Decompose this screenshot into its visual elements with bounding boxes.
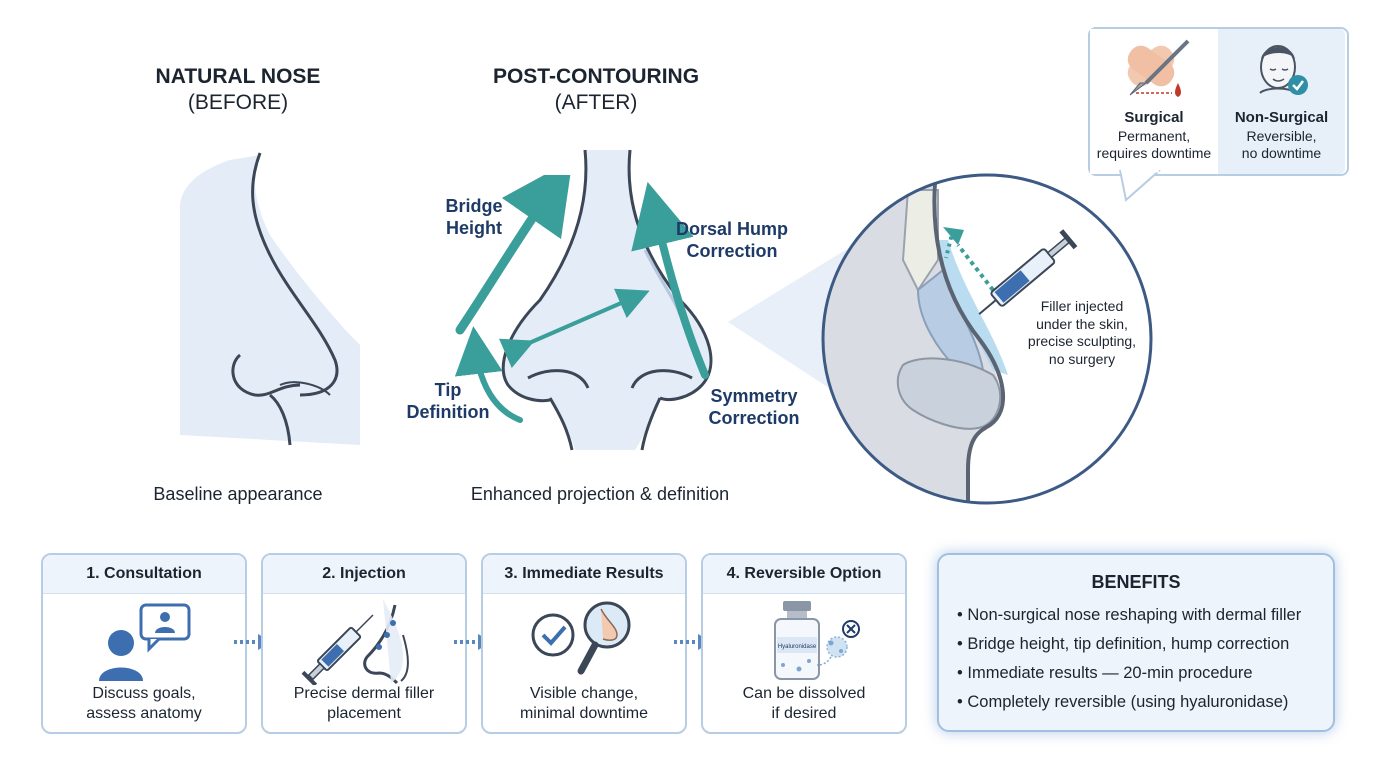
step-consultation-title: 1. Consultation <box>43 555 245 594</box>
callout-sym-line1: Symmetry <box>710 386 798 406</box>
comparison-box: Surgical Permanent, requires downtime No… <box>1088 27 1349 176</box>
consultation-icon <box>99 603 191 681</box>
zoom-note-line1: Filler injected <box>1040 298 1124 314</box>
benefit-item: Bridge height, tip definition, hump corr… <box>957 630 1333 659</box>
step-results-line2: minimal downtime <box>519 705 649 722</box>
benefits-title: BENEFITS <box>1091 572 1181 592</box>
before-caption: Baseline appearance <box>153 484 323 504</box>
surgical-text: Surgical Permanent, requires downtime <box>1090 109 1218 163</box>
comparison-pointer <box>1119 170 1161 202</box>
before-nose-illustration <box>180 152 360 446</box>
after-header: POST-CONTOURING (AFTER) <box>456 64 736 117</box>
surgical-line2: requires downtime <box>1096 145 1212 162</box>
after-caption: Enhanced projection & definition <box>470 484 730 504</box>
step-results-desc: Visible change, minimal downtime <box>483 684 685 724</box>
callout-bridge-height: Bridge Height <box>444 196 504 240</box>
callout-tip-definition: Tip Definition <box>403 380 493 424</box>
callout-bridge-line2: Height <box>446 217 502 238</box>
scalpel-bandage-icon <box>1127 39 1190 97</box>
step-consultation-desc: Discuss goals, assess anatomy <box>43 684 245 724</box>
syringe-nose-icon <box>301 599 409 685</box>
step-reversible-line2: if desired <box>771 705 837 722</box>
after-subtitle: (AFTER) <box>554 91 638 115</box>
zoom-note: Filler injected under the skin, precise … <box>1018 298 1146 368</box>
vial-dissolve-icon: Hyaluronidase <box>774 601 860 680</box>
nonsurgical-text: Non-Surgical Reversible, no downtime <box>1218 109 1345 163</box>
zoom-note-line2: under the skin, <box>1036 315 1128 332</box>
nonsurgical-label: Non-Surgical <box>1234 109 1329 126</box>
after-arrows <box>454 175 709 423</box>
step-results-line1: Visible change, <box>529 685 639 702</box>
callout-dorsal-hump: Dorsal Hump Correction <box>672 219 792 263</box>
step-reversible-line1: Can be dissolved <box>742 685 866 702</box>
benefit-item: Immediate results — 20-min procedure <box>957 659 1333 688</box>
step-injection: 2. Injection Precise dermal filler place… <box>261 553 467 734</box>
callout-bridge-line1: Bridge <box>445 196 503 216</box>
before-header: NATURAL NOSE (BEFORE) <box>118 64 358 117</box>
nonsurgical-line2: no downtime <box>1241 145 1322 162</box>
vial-label: Hyaluronidase <box>778 644 817 650</box>
step-consultation: 1. Consultation Discuss goals, assess an… <box>41 553 247 734</box>
step-injection-line2: placement <box>327 705 401 722</box>
step-reversible-option: 4. Reversible Option Hyaluronidase Can b… <box>701 553 907 734</box>
zoom-cross-section <box>821 173 1153 505</box>
before-subtitle: (BEFORE) <box>187 91 289 115</box>
zoom-note-line3: precise sculpting, <box>1027 333 1137 349</box>
callout-tip-line2: Definition <box>406 401 490 422</box>
callout-symmetry: Symmetry Correction <box>704 386 804 430</box>
callout-sym-line2: Correction <box>708 407 800 428</box>
checkmark-mirror-icon <box>531 601 631 675</box>
step-consultation-line1: Discuss goals, <box>92 685 196 702</box>
surgical-line1: Permanent, <box>1117 127 1191 144</box>
step-results-title: 3. Immediate Results <box>483 555 685 594</box>
before-title: NATURAL NOSE <box>155 65 321 88</box>
callout-hump-line2: Correction <box>686 240 778 261</box>
benefit-item: Non-surgical nose reshaping with dermal … <box>957 601 1333 630</box>
benefit-item: Completely reversible (using hyaluronida… <box>957 688 1333 717</box>
step-reversible-title: 4. Reversible Option <box>703 555 905 594</box>
benefits-panel: BENEFITS Non-surgical nose reshaping wit… <box>937 553 1335 732</box>
step-immediate-results: 3. Immediate Results Visible change, min… <box>481 553 687 734</box>
benefits-list: Non-surgical nose reshaping with dermal … <box>957 601 1333 717</box>
happy-face-icon <box>1259 45 1308 95</box>
comparison-surgical-panel: Surgical Permanent, requires downtime <box>1090 29 1218 174</box>
comparison-nonsurgical-panel: Non-Surgical Reversible, no downtime <box>1218 29 1345 174</box>
surgical-label: Surgical <box>1124 109 1184 126</box>
after-title: POST-CONTOURING <box>492 65 700 88</box>
step-injection-title: 2. Injection <box>263 555 465 594</box>
zoom-note-line4: no surgery <box>1048 350 1116 367</box>
step-consultation-line2: assess anatomy <box>86 705 202 722</box>
callout-tip-line1: Tip <box>434 380 462 400</box>
step-injection-desc: Precise dermal filler placement <box>263 684 465 724</box>
callout-hump-line1: Dorsal Hump <box>675 219 789 239</box>
step-injection-line1: Precise dermal filler <box>293 685 435 702</box>
nonsurgical-line1: Reversible, <box>1246 127 1317 144</box>
step-reversible-desc: Can be dissolved if desired <box>703 684 905 724</box>
